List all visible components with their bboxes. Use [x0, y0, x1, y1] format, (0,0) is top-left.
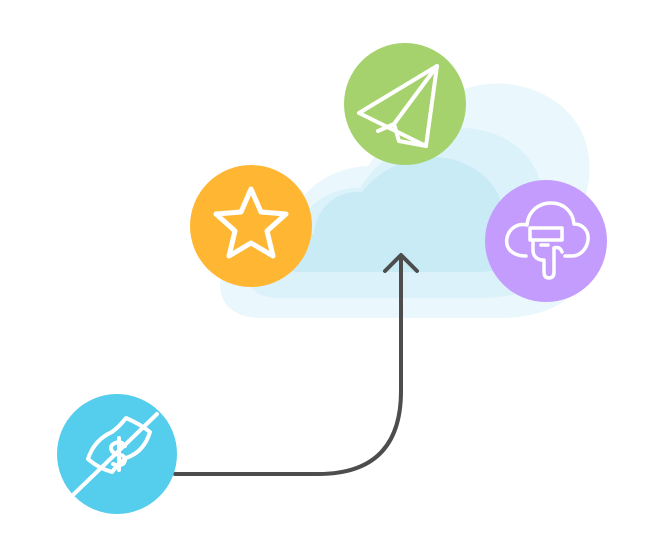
star-icon [213, 186, 289, 259]
send-node-circle [344, 43, 466, 165]
no-money-node [57, 394, 177, 514]
connector-line [173, 254, 403, 476]
paper-plane-icon [357, 64, 439, 148]
cloud-with-pointing-hand-icon [504, 201, 590, 280]
cloud-tap-node [485, 180, 607, 302]
pointing-hand-icon [528, 226, 564, 280]
send-node [344, 43, 466, 165]
connector-arrow [173, 253, 419, 476]
strike-line [72, 412, 159, 496]
small-cloud-outline [504, 201, 590, 258]
favorite-node [190, 165, 312, 287]
cloud-body [282, 156, 512, 272]
arrowhead [383, 253, 419, 273]
crossed-out-dollar-bill-icon [72, 412, 159, 496]
favorite-node-circle [190, 165, 312, 287]
cloud-icon [282, 156, 512, 272]
dollar-bill [86, 416, 152, 474]
